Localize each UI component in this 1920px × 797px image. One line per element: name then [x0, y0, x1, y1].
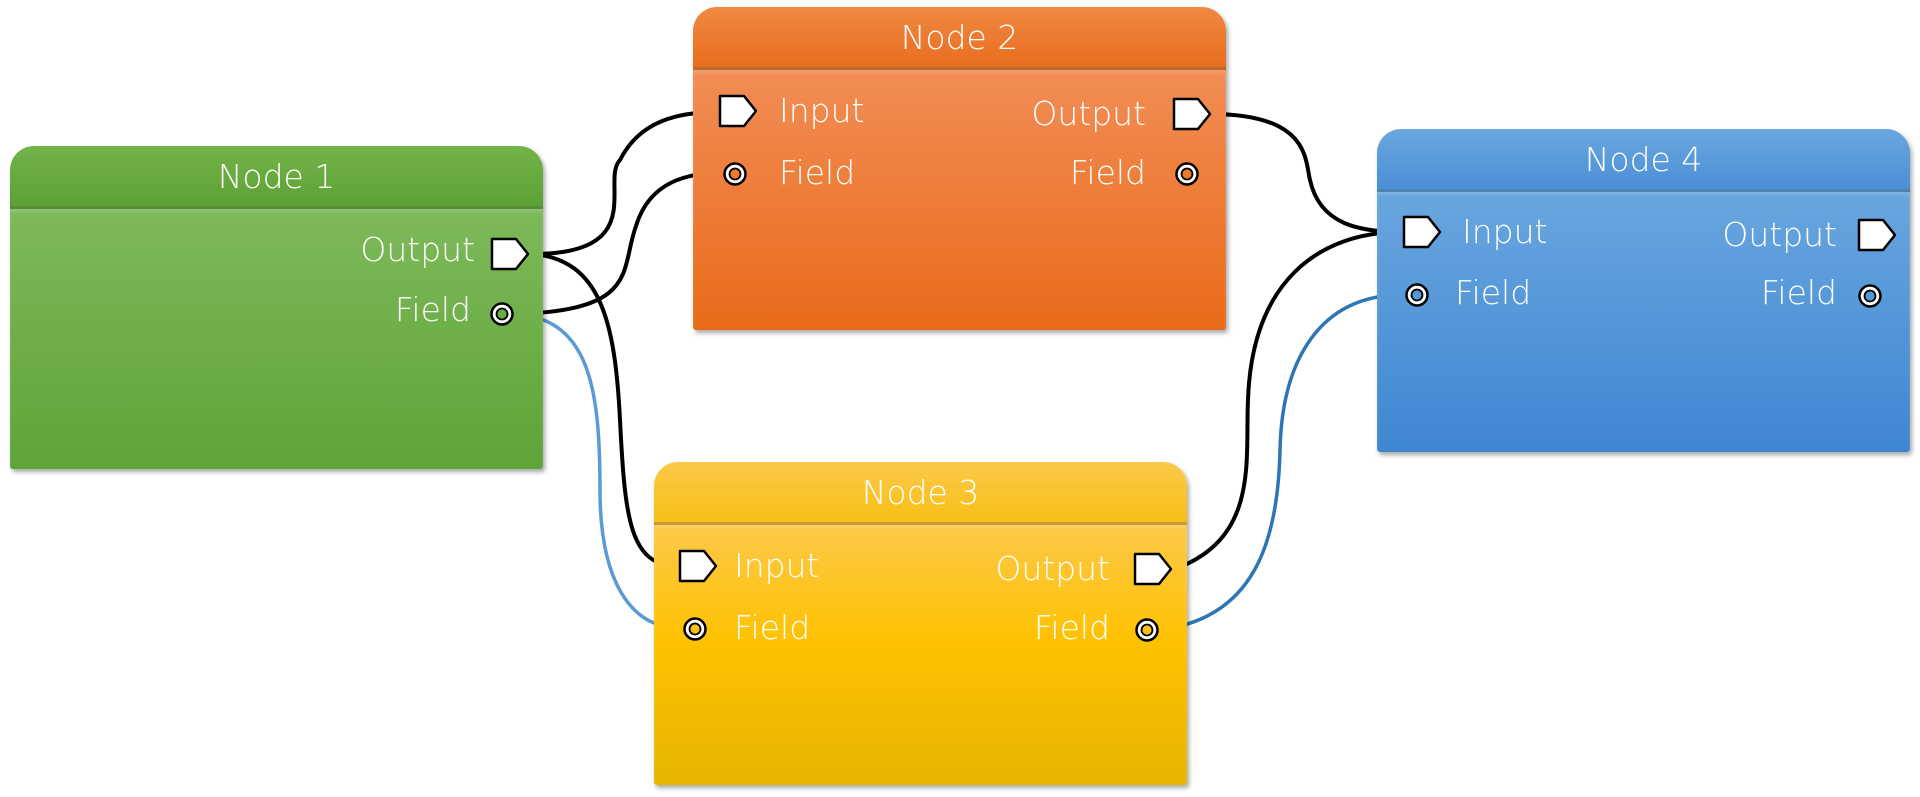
- node-3-header[interactable]: Node 3: [654, 462, 1187, 525]
- node-2-field-in-label: Field: [779, 153, 856, 192]
- node-2-field-out-port-icon[interactable]: [1175, 162, 1199, 186]
- node-3-field-in-port-icon[interactable]: [683, 617, 707, 641]
- node-3-field-out-label: Field: [1033, 608, 1110, 647]
- node-1-output-port-icon[interactable]: [490, 237, 530, 271]
- node-4-field-out-port-icon[interactable]: [1858, 284, 1882, 308]
- node-3-body: [654, 525, 1187, 785]
- node-2-body: [693, 70, 1226, 330]
- node-4-field-out-label: Field: [1760, 273, 1837, 312]
- node-4-body: [1377, 192, 1910, 452]
- node-1-header[interactable]: Node 1: [10, 146, 543, 209]
- node-4-field-in-port-icon[interactable]: [1405, 283, 1429, 307]
- node-3-title: Node 3: [861, 472, 980, 512]
- node-2-title: Node 2: [900, 17, 1019, 57]
- node-2-field-in-port-icon[interactable]: [723, 162, 747, 186]
- node-1-field-port-icon[interactable]: [490, 302, 514, 326]
- node-1-title: Node 1: [217, 156, 336, 196]
- node-3-input-port-icon[interactable]: [678, 549, 718, 583]
- node-4-header[interactable]: Node 4: [1377, 129, 1910, 192]
- node-4-input-port-icon[interactable]: [1402, 215, 1442, 249]
- node-4-title: Node 4: [1584, 139, 1703, 179]
- node-2[interactable]: Node 2 Input Field Output Field: [693, 7, 1226, 330]
- node-1[interactable]: Node 1 Output Field: [10, 146, 543, 469]
- node-2-output-port-icon[interactable]: [1172, 97, 1212, 131]
- node-4-field-in-label: Field: [1455, 273, 1532, 312]
- node-3[interactable]: Node 3 Input Field Output Field: [654, 462, 1187, 785]
- node-1-field-label: Field: [394, 290, 471, 329]
- node-3-output-port-icon[interactable]: [1133, 552, 1173, 586]
- node-1-body: [10, 209, 543, 469]
- node-4-output-label: Output: [1722, 215, 1837, 254]
- node-4-output-port-icon[interactable]: [1857, 218, 1897, 252]
- node-3-field-out-port-icon[interactable]: [1135, 618, 1159, 642]
- node-4-input-label: Input: [1462, 212, 1548, 251]
- node-3-input-label: Input: [734, 546, 820, 585]
- node-3-output-label: Output: [995, 549, 1110, 588]
- node-3-field-in-label: Field: [734, 608, 811, 647]
- node-2-input-port-icon[interactable]: [718, 94, 758, 128]
- node-2-input-label: Input: [779, 91, 865, 130]
- node-2-field-out-label: Field: [1069, 153, 1146, 192]
- node-2-output-label: Output: [1031, 94, 1146, 133]
- node-2-header[interactable]: Node 2: [693, 7, 1226, 70]
- node-1-output-label: Output: [360, 230, 475, 269]
- node-4[interactable]: Node 4 Input Field Output Field: [1377, 129, 1910, 452]
